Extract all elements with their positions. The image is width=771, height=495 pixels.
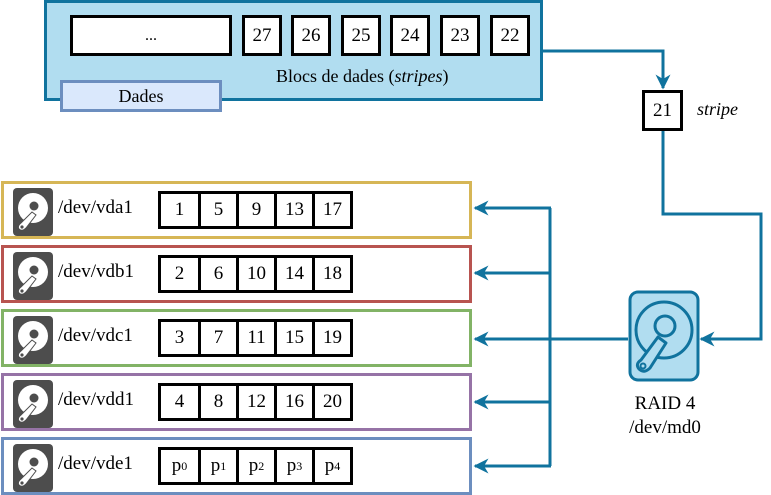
disk-block-cell: 20 xyxy=(312,386,350,418)
data-block: 23 xyxy=(440,15,480,56)
disk-row-vdb1: /dev/vdb1 2 6 10 14 18 xyxy=(1,245,472,303)
caption-prefix: Blocs de dades ( xyxy=(276,66,395,86)
disk-row-vda1: /dev/vda1 1 5 9 13 17 xyxy=(1,181,472,239)
data-block: 26 xyxy=(291,15,331,56)
disk-block-cell: 8 xyxy=(198,386,236,418)
raid-device: /dev/md0 xyxy=(629,417,701,438)
disk-block-cell: 18 xyxy=(312,258,350,290)
cell-value: 7 xyxy=(213,327,224,348)
cell-value: 9 xyxy=(251,199,262,220)
disk-device-name: /dev/vdb1 xyxy=(58,261,134,282)
cell-value: 17 xyxy=(323,199,342,220)
disk-block-cell: 2 xyxy=(161,258,198,290)
cell-value: 16 xyxy=(285,391,304,412)
disk-block-cell: 6 xyxy=(198,258,236,290)
cell-value: 19 xyxy=(323,327,342,348)
wire-container-to-stripe xyxy=(542,49,671,90)
cell-value: 2 xyxy=(174,263,185,284)
cell-value: 15 xyxy=(285,327,304,348)
cell-value: p xyxy=(324,455,335,476)
data-block: 27 xyxy=(242,15,282,56)
hard-disk-icon xyxy=(13,316,53,364)
disk-block-cell: 19 xyxy=(312,322,350,354)
disk-block-cell: 5 xyxy=(198,194,236,226)
cell-value: p xyxy=(171,455,182,476)
cell-value: 20 xyxy=(323,391,342,412)
disk-block-cell: 11 xyxy=(236,322,274,354)
disk-device-name: /dev/vde1 xyxy=(58,453,133,474)
raid-level: RAID 4 xyxy=(634,393,696,414)
disk-block-cell: 4 xyxy=(161,386,198,418)
cell-value: 14 xyxy=(285,263,304,284)
disk-block-strip: 2 6 10 14 18 xyxy=(158,255,353,293)
raid-hard-disk-icon xyxy=(628,290,700,382)
cell-value: 12 xyxy=(247,391,266,412)
disk-row-vdd1: /dev/vdd1 4 8 12 16 20 xyxy=(1,373,472,431)
data-block-ellipsis: ... xyxy=(70,15,232,56)
disk-block-cell: 9 xyxy=(236,194,274,226)
disk-row-vdc1: /dev/vdc1 3 7 11 15 19 xyxy=(1,309,472,367)
hard-disk-icon xyxy=(13,188,53,236)
cell-value: 5 xyxy=(213,199,224,220)
cell-value: p xyxy=(286,455,297,476)
cell-value: p xyxy=(248,455,259,476)
wire-stripe-to-raid xyxy=(661,131,763,347)
disk-block-cell: 12 xyxy=(236,386,274,418)
stripe-block: 21 xyxy=(642,90,683,131)
disk-device-name: /dev/vdc1 xyxy=(58,325,133,346)
disk-block-strip: 1 5 9 13 17 xyxy=(158,191,353,229)
disk-block-strip: 3 7 11 15 19 xyxy=(158,319,353,357)
cell-value: 11 xyxy=(247,327,266,348)
caption-suffix: ) xyxy=(442,66,449,86)
hard-disk-icon xyxy=(13,444,53,492)
disk-device-name: /dev/vdd1 xyxy=(58,389,134,410)
disk-block-cell: 15 xyxy=(274,322,312,354)
disk-device-name: /dev/vda1 xyxy=(58,197,133,218)
disk-block-cell: 1 xyxy=(161,194,198,226)
disk-block-cell: 14 xyxy=(274,258,312,290)
disk-block-cell: 7 xyxy=(198,322,236,354)
disk-block-cell: 3 xyxy=(161,322,198,354)
cell-value: 1 xyxy=(174,199,185,220)
raid-label: RAID 4 /dev/md0 xyxy=(600,392,730,440)
dades-tab: Dades xyxy=(60,80,222,112)
cell-value: 6 xyxy=(213,263,224,284)
caption-italic: stripes xyxy=(394,66,443,86)
disk-block-cell: 13 xyxy=(274,194,312,226)
cell-value: 4 xyxy=(174,391,185,412)
disk-block-cell: 16 xyxy=(274,386,312,418)
disk-block-cell: 17 xyxy=(312,194,350,226)
data-block: 24 xyxy=(390,15,430,56)
disk-block-cell: 10 xyxy=(236,258,274,290)
stripe-label: stripe xyxy=(697,99,739,119)
data-block: 22 xyxy=(490,15,530,56)
cell-value: 3 xyxy=(174,327,185,348)
blocks-caption: Blocs de dades (stripes) xyxy=(276,66,448,87)
hard-disk-icon xyxy=(13,380,53,428)
cell-value: 13 xyxy=(285,199,304,220)
cell-value: p xyxy=(210,455,221,476)
hard-disk-icon xyxy=(13,252,53,300)
disk-block-strip: 4 8 12 16 20 xyxy=(158,383,353,421)
data-block: 25 xyxy=(341,15,381,56)
cell-value: 10 xyxy=(247,263,266,284)
cell-value: 18 xyxy=(323,263,342,284)
cell-value: 8 xyxy=(213,391,224,412)
